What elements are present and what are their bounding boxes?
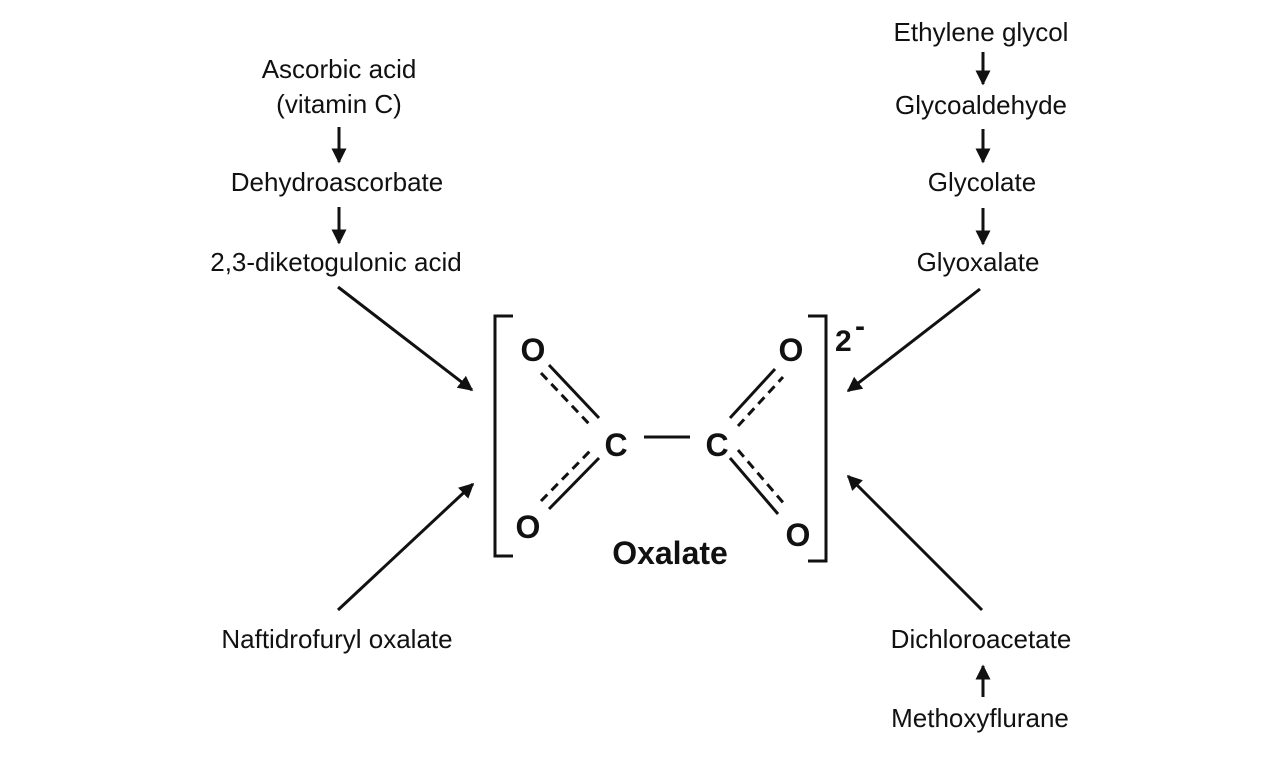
- methoxyflurane-label: Methoxyflurane: [891, 703, 1069, 733]
- bond-cr-obr-solid: [728, 457, 780, 515]
- dehydroascorbate-label: Dehydroascorbate: [231, 167, 443, 197]
- bond-cl-obl-solid: [547, 456, 601, 511]
- left-pathway: Ascorbic acid (vitamin C) Dehydroascorba…: [210, 54, 474, 392]
- right-bracket: [808, 314, 828, 563]
- right-pathway: Ethylene glycol Glycoaldehyde Glycolate …: [846, 17, 1069, 393]
- dichloroacetate-label: Dichloroacetate: [891, 624, 1072, 654]
- oxalate-title: Oxalate: [612, 535, 728, 571]
- vitamin-c-label: (vitamin C): [276, 89, 402, 119]
- bond-cl-obl-dashed: [539, 448, 593, 503]
- arrow-naftidrofuryl-to-oxalate: [336, 482, 475, 612]
- glyoxalate-label: Glyoxalate: [917, 247, 1040, 277]
- bond-cr-otr-solid: [728, 367, 777, 420]
- glycoaldehyde-label: Glycoaldehyde: [895, 90, 1067, 120]
- ethylene-glycol-label: Ethylene glycol: [894, 17, 1069, 47]
- bottom-right-pathway: Dichloroacetate Methoxyflurane: [846, 474, 1072, 733]
- bond-cr-otr-dashed: [736, 375, 785, 428]
- carbon-left: C: [604, 427, 627, 463]
- oxygen-top-left: O: [521, 332, 546, 368]
- oxygen-bottom-left: O: [516, 509, 541, 545]
- charge-number: 2: [835, 325, 852, 358]
- ascorbic-acid-label: Ascorbic acid: [262, 54, 417, 84]
- bond-cl-otl-dashed: [539, 371, 593, 428]
- left-bracket: [493, 314, 513, 558]
- arrow-dichloroacetate-to-oxalate: [846, 474, 984, 612]
- bond-cr-obr-dashed: [736, 449, 788, 507]
- charge-sign: -: [855, 310, 865, 343]
- carbon-right: C: [705, 427, 728, 463]
- oxalate-structure: O O C C O O 2 - Oxalate: [493, 310, 865, 571]
- bond-cl-otl-solid: [547, 363, 601, 420]
- naftidrofuryl-oxalate-label: Naftidrofuryl oxalate: [221, 624, 452, 654]
- bottom-left-source: Naftidrofuryl oxalate: [221, 482, 475, 654]
- diketogulonic-acid-label: 2,3-diketogulonic acid: [210, 247, 462, 277]
- glycolate-label: Glycolate: [928, 167, 1036, 197]
- arrow-diketogulonic-to-oxalate: [337, 285, 474, 392]
- arrow-glyoxalate-to-oxalate: [846, 287, 981, 393]
- oxygen-top-right: O: [779, 332, 804, 368]
- oxygen-bottom-right: O: [786, 517, 811, 553]
